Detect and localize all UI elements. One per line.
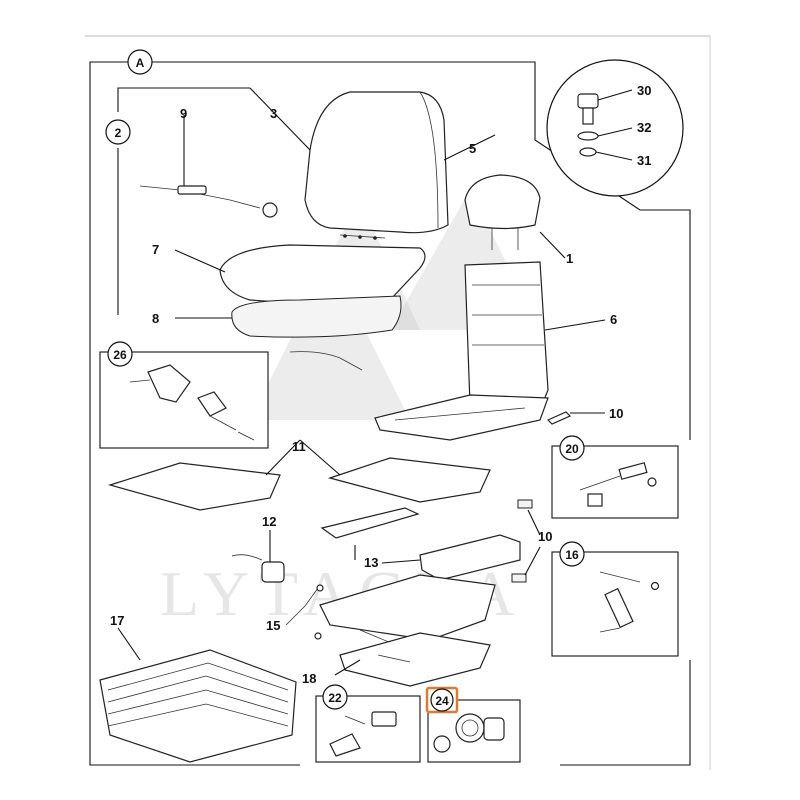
callout-8: 8	[152, 311, 159, 326]
section-label-circle	[127, 49, 153, 75]
suspension-base	[285, 574, 496, 687]
callout-20: 20	[565, 442, 579, 456]
callout-32: 32	[637, 120, 651, 135]
seat-frame	[374, 261, 549, 441]
callout-5: 5	[469, 141, 476, 156]
headrest	[464, 174, 541, 250]
callout-17: 17	[110, 613, 124, 628]
callout-18: 18	[302, 671, 316, 686]
callout-11: 11	[292, 439, 306, 454]
detail-box-16: 16	[551, 541, 679, 657]
lumbar-cable	[139, 185, 278, 218]
callout-31: 31	[637, 153, 651, 168]
tension-rod	[289, 351, 363, 371]
seat-pan	[231, 295, 402, 338]
callout-15: 15	[266, 618, 280, 633]
detail-box-24: 24	[425, 686, 521, 763]
callout-12: 12	[262, 514, 276, 529]
callout-16: 16	[565, 548, 579, 562]
callout-9: 9	[180, 106, 187, 121]
callout-30: 30	[637, 83, 651, 98]
leaders-upper	[174, 87, 606, 414]
callout-2: 2	[115, 126, 122, 140]
section-label: A	[136, 56, 145, 70]
detail-box-22: 22	[315, 684, 421, 763]
callout-6: 6	[610, 312, 617, 327]
detail-box-26: 26	[99, 341, 269, 449]
callout-26: 26	[113, 348, 127, 362]
seat-cushion	[219, 244, 426, 304]
callout-7: 7	[152, 242, 159, 257]
callout-22: 22	[328, 691, 342, 705]
callout-10-upper: 10	[609, 406, 623, 421]
mounting-plates	[107, 439, 491, 511]
callout-1: 1	[566, 251, 573, 266]
group-2-bracket: 2	[105, 87, 250, 315]
pin-part	[546, 411, 572, 425]
callout-24: 24	[435, 694, 449, 708]
backrest-cushion	[304, 91, 449, 240]
page-border	[85, 35, 711, 770]
callout-13: 13	[364, 555, 378, 570]
callout-10-lower: 10	[538, 529, 552, 544]
detail-circle-bolt: 30 32 31	[546, 59, 684, 197]
storage-basket	[99, 627, 297, 763]
switch-part	[231, 530, 285, 583]
section-frame: A	[89, 49, 691, 766]
slide-rails	[320, 499, 541, 583]
callout-3: 3	[270, 106, 277, 121]
detail-box-20: 20	[551, 435, 679, 519]
